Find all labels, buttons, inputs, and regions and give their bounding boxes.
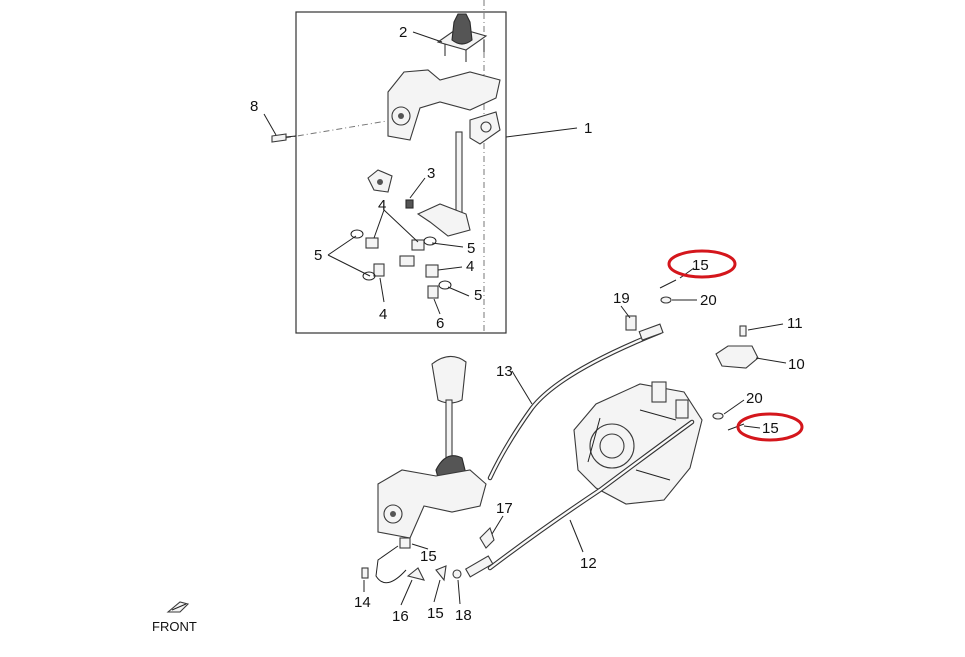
callout-labels: 1 2 3 4 4 4 5 5 5 6 8 10 11 12 13 14 15 …: [250, 24, 805, 625]
callout-20: 20: [746, 390, 763, 407]
callout-4: 4: [379, 306, 387, 323]
bolt-axis-line: [284, 117, 406, 139]
shifter-bracket-part: [387, 69, 501, 145]
leader-lines: [263, 31, 787, 606]
shift-cable-13: [487, 323, 664, 481]
highlight-ring-upper: [667, 249, 737, 279]
callout-15: 15: [420, 548, 437, 565]
callout-5: 5: [474, 287, 482, 304]
shift-rod-part: [416, 131, 471, 237]
callout-15-highlighted: 15: [692, 257, 709, 274]
callout-4: 4: [378, 197, 386, 214]
callout-5: 5: [467, 240, 475, 257]
bolt-part: [271, 133, 297, 143]
callout-19: 19: [613, 290, 630, 307]
callout-16: 16: [392, 608, 409, 625]
callout-15-highlighted: 15: [762, 420, 779, 437]
front-direction-arrow: [166, 601, 190, 613]
cable-bracket-part: [715, 325, 759, 369]
callout-14: 14: [354, 594, 371, 611]
callout-10: 10: [788, 356, 805, 373]
callout-8: 8: [250, 98, 258, 115]
pivot-part: [367, 169, 414, 209]
front-label: FRONT: [152, 619, 197, 634]
bushings-and-clips: [350, 229, 452, 299]
select-cable-12: [464, 419, 695, 578]
callout-20: 20: [700, 292, 717, 309]
callout-18: 18: [455, 607, 472, 624]
callout-2: 2: [399, 24, 407, 41]
highlight-ring-right: [736, 412, 804, 442]
callout-11: 11: [787, 315, 803, 332]
callout-1: 1: [584, 120, 592, 137]
callout-12: 12: [580, 555, 597, 572]
lower-shifter-bracket: [377, 469, 487, 539]
small-hardware: [361, 279, 745, 584]
callout-15: 15: [427, 605, 444, 622]
callout-4: 4: [466, 258, 474, 275]
shift-boot-part: [436, 13, 488, 62]
callout-6: 6: [436, 315, 444, 332]
transmission-case: [573, 381, 703, 505]
callout-5: 5: [314, 247, 322, 264]
detail-inset-frame: [295, 11, 507, 334]
callout-13: 13: [496, 363, 513, 380]
callout-17: 17: [496, 500, 513, 517]
callout-3: 3: [427, 165, 435, 182]
